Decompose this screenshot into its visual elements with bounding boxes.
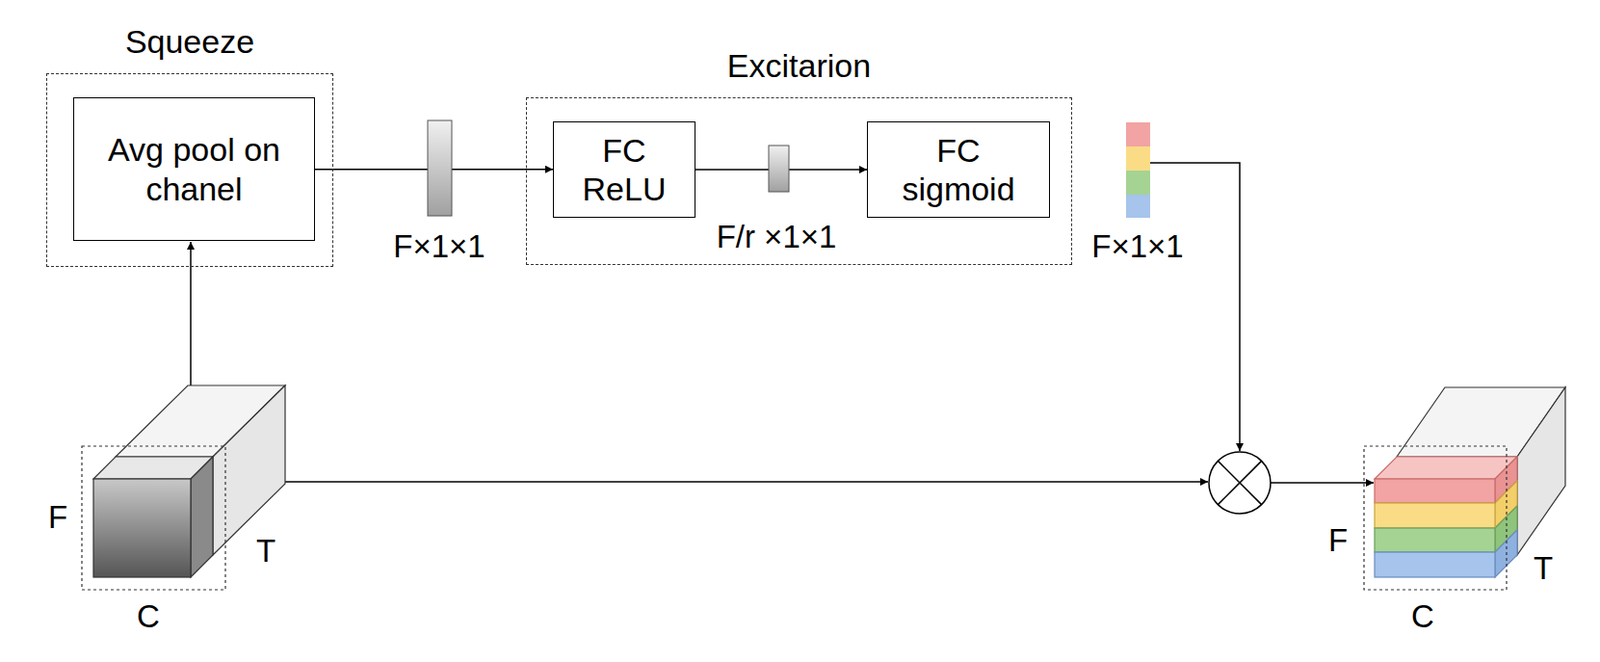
input-slice-outline [81, 445, 226, 590]
dimension-label: F×1×1 [1091, 229, 1183, 264]
weight-vector [1126, 122, 1151, 218]
box-text: FC sigmoid [901, 131, 1015, 209]
input-arrow [189, 241, 192, 386]
group-heading: Squeeze [47, 24, 333, 60]
process-box: FC sigmoid [866, 121, 1050, 218]
dimension-label: F [48, 499, 68, 535]
dimension-label: T [1533, 550, 1553, 586]
dimension-label: C [1411, 599, 1435, 634]
process-box: Avg pool on chanel [73, 97, 315, 241]
dimension-label: T [256, 533, 276, 569]
group-box: SqueezeAvg pool on chanel [46, 73, 334, 267]
box-text: FC ReLU [582, 131, 667, 209]
pooled-vector [427, 120, 452, 216]
scale-arrow [1150, 162, 1240, 451]
dimension-label: F/r ×1×1 [716, 219, 838, 255]
skip-arrow [285, 480, 1208, 483]
process-box: FC ReLU [552, 121, 696, 218]
group-heading: Excitarion [526, 48, 1072, 84]
reduced-vector [768, 145, 789, 192]
dimension-label: F×1×1 [393, 229, 485, 264]
output-tensor [1374, 387, 1566, 578]
multiply-symbol [1208, 451, 1271, 514]
dimension-label: F [1328, 523, 1348, 558]
output-slice-outline [1363, 445, 1507, 590]
output-arrow [1270, 481, 1374, 484]
box-text: Avg pool on chanel [93, 130, 296, 208]
input-tensor [93, 385, 286, 578]
dimension-label: C [136, 599, 160, 634]
